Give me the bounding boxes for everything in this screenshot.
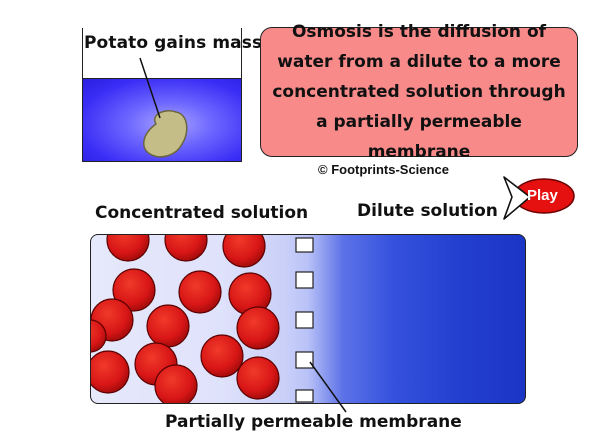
concentrated-solution-label: Concentrated solution (95, 203, 309, 223)
potato-pointer-line (139, 57, 161, 119)
solute-particle (112, 268, 156, 312)
solute-particle (164, 235, 208, 262)
membrane-label: Partially permeable membrane (165, 412, 462, 432)
solute-particle (236, 356, 280, 400)
solute-particle (91, 350, 130, 394)
solute-particle (222, 235, 266, 268)
copyright-text: © Footprints-Science (318, 162, 449, 177)
solute-particle (91, 319, 107, 353)
solute-particles (91, 235, 280, 403)
play-triangle-icon (503, 176, 531, 220)
membrane-pore (295, 351, 314, 369)
definition-box: Osmosis is the diffusion of water from a… (260, 22, 578, 162)
play-button-label[interactable]: Play (527, 187, 558, 204)
solute-particle (236, 306, 280, 350)
membrane-pore (295, 271, 314, 289)
solute-particle (154, 364, 198, 403)
potato-icon (143, 110, 188, 158)
solute-particle (106, 235, 150, 262)
solute-particle (178, 270, 222, 314)
solute-particle (146, 304, 190, 348)
play-button[interactable] (494, 175, 578, 221)
membrane-pore (295, 311, 314, 329)
membrane-pore (295, 389, 314, 403)
membrane-pore (295, 237, 314, 253)
potato-title: Potato gains mass (84, 33, 263, 53)
dilute-solution-label: Dilute solution (357, 201, 498, 221)
solute-particle (200, 334, 244, 378)
membrane (295, 237, 314, 403)
definition-text: Osmosis is the diffusion of water from a… (272, 22, 566, 162)
membrane-pointer-line (309, 361, 347, 413)
